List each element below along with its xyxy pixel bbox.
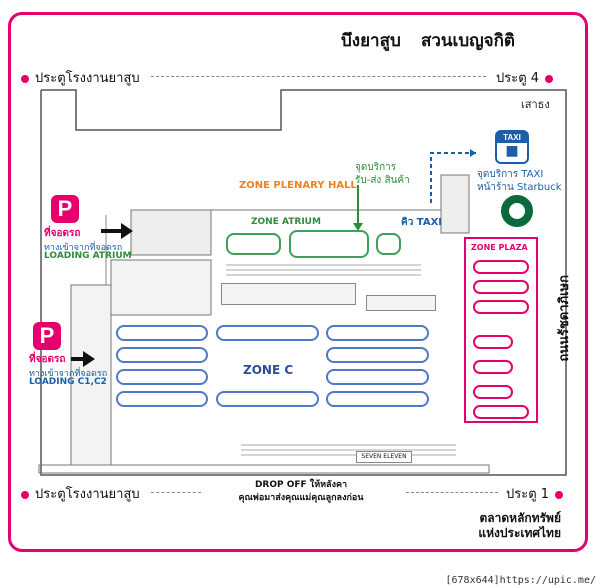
gate-bottom-left-label: ประตูโรงงานยาสูบ: [35, 487, 140, 502]
loading-label: LOADING C1,C2: [29, 377, 107, 387]
hall-block: [221, 283, 356, 305]
zone-c-booth: [326, 391, 429, 407]
plaza-booth: [473, 385, 513, 399]
starbucks-logo-icon: [501, 195, 533, 227]
gate-top-left: ประตูโรงงานยาสูบ: [21, 67, 140, 88]
taxi-queue-label: คิว TAXI: [401, 217, 443, 228]
goods-service-line2: รับ-ส่ง สินค้า: [355, 175, 410, 186]
taxi-icon: TAXI ■: [495, 130, 529, 164]
goods-arrow: [353, 185, 363, 231]
plaza-booth: [473, 280, 529, 294]
gate-dot-icon: [21, 490, 29, 499]
zone-plenary-label: ZONE PLENARY HALL: [239, 180, 357, 191]
zone-c-booth: [216, 325, 319, 341]
header-title-left: บึงยาสูบ: [341, 31, 401, 51]
zone-atrium-label: ZONE ATRIUM: [251, 217, 321, 227]
zone-plaza-label: ZONE PLAZA: [471, 243, 528, 252]
gate-bottom-right-label: ประตู 1: [506, 487, 550, 502]
plaza-booth: [473, 360, 513, 374]
zone-c-booth: [326, 325, 429, 341]
gate-top-left-label: ประตูโรงงานยาสูบ: [35, 71, 140, 86]
gate-bottom-left: ประตูโรงงานยาสูบ: [21, 483, 140, 504]
atrium-booth: [376, 233, 401, 255]
road-bottom: [151, 492, 201, 494]
gate-dot-icon: [21, 74, 29, 83]
entry-arrow-icon: [101, 223, 133, 239]
plaza-booth: [473, 260, 529, 274]
entry-arrow-icon: [71, 351, 95, 367]
plaza-booth: [473, 405, 529, 419]
taxi-route-arrows: [430, 149, 476, 203]
parking-label: ที่จอดรถ: [44, 228, 81, 239]
parking-label: ที่จอดรถ: [29, 354, 66, 365]
seven-eleven-label: SEVEN ELEVEN: [356, 451, 412, 463]
gate-top-right-label: ประตู 4: [496, 71, 540, 86]
parking-icon: P: [33, 322, 61, 350]
plaza-booth: [473, 300, 529, 314]
dropoff-line2: คุณพ่อมาส่งคุณแม่คุณลูกลงก่อน: [238, 493, 364, 503]
gate-dot-icon: [555, 490, 564, 499]
gate-top-right: ประตู 4: [496, 67, 559, 88]
road-top: [151, 76, 486, 78]
market-line1: ตลาดหลักทรัพย์: [479, 511, 561, 525]
goods-service-line1: จุดบริการ: [355, 162, 397, 173]
taxi-service-line2: หน้าร้าน Starbuck: [477, 182, 562, 193]
gate-bottom-right: ประตู 1: [506, 483, 569, 504]
taxi-service-line1: จุดบริการ TAXI: [477, 169, 544, 180]
hall-block: [366, 295, 436, 311]
road-right-label: ถนนรัชดาภิเษก: [557, 275, 572, 362]
zone-c-booth: [216, 391, 319, 407]
building-outline: [38, 89, 567, 476]
watermark: [678x644]https://upic.me/: [445, 575, 596, 586]
header-title-right: สวนเบญจกิติ: [421, 31, 515, 51]
flagpole-label: เสาธง: [521, 98, 550, 111]
gate-dot-icon: [545, 74, 554, 83]
market-line2: แห่งประเทศไทย: [478, 526, 561, 540]
atrium-booth: [289, 230, 369, 258]
zone-c-booth: [116, 325, 208, 341]
parking-icon: P: [51, 195, 79, 223]
zone-c-label: ZONE C: [243, 363, 294, 377]
zone-c-booth: [326, 347, 429, 363]
map-frame: บึงยาสูบ สวนเบญจกิติ ประตูโรงงานยาสูบ ปร…: [8, 12, 588, 552]
plaza-booth: [473, 335, 513, 349]
parking-entry: ทางเข้าจากที่จอดรถ: [29, 369, 108, 379]
zone-c-booth: [326, 369, 429, 385]
zone-c-booth: [116, 369, 208, 385]
zone-c-booth: [116, 391, 208, 407]
dropoff-line1: DROP OFF ให้หลังคา: [254, 480, 348, 490]
road-bottom: [406, 492, 498, 494]
parking-entry: ทางเข้าจากที่จอดรถ: [44, 243, 123, 253]
zone-c-booth: [116, 347, 208, 363]
loading-label: LOADING ATRIUM: [44, 251, 132, 261]
atrium-booth: [226, 233, 281, 255]
